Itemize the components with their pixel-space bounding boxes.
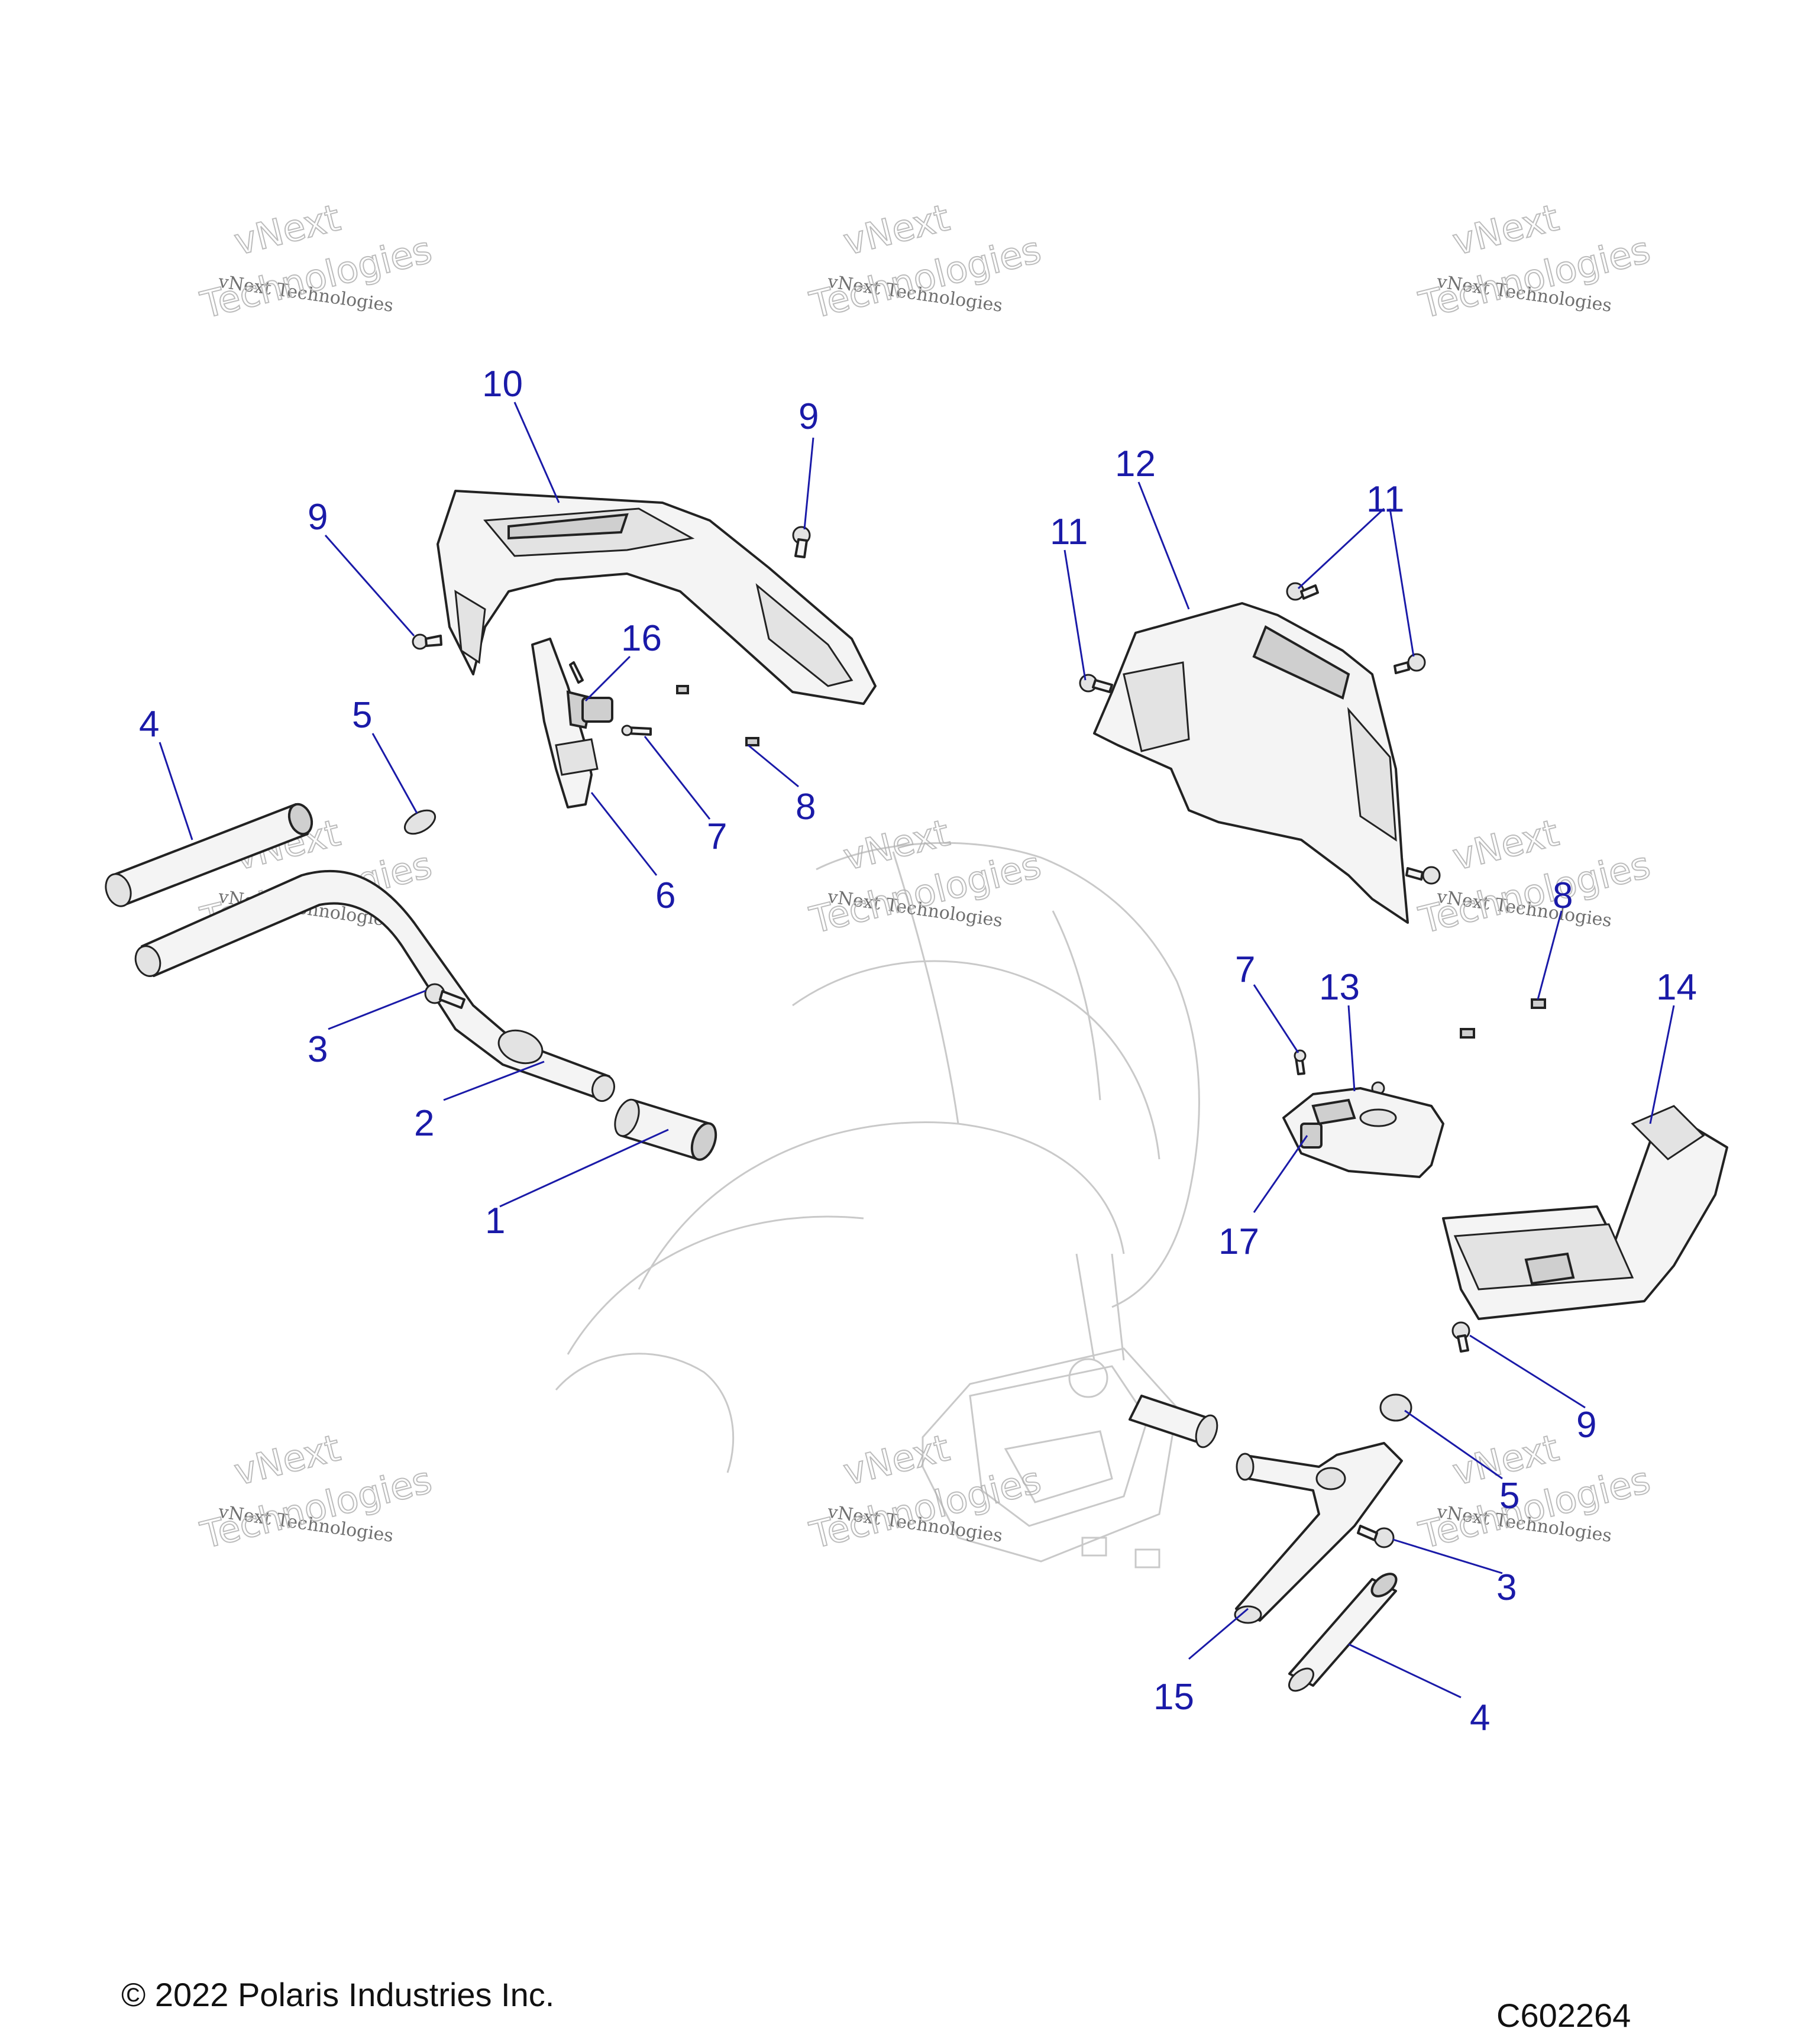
callout-1: 1: [485, 1201, 505, 1241]
bolt-3-right: [1357, 1525, 1395, 1548]
callout-12: 12: [1115, 444, 1156, 484]
part-mount-bracket: [531, 638, 599, 808]
callout-8: 8: [1553, 875, 1573, 916]
callout-3: 3: [1496, 1567, 1517, 1608]
nut-8-left-b: [745, 737, 759, 746]
watermark-tile: vNext vNext Technologies Technologies: [1414, 1425, 1655, 1558]
handlebar-right: [1234, 1442, 1403, 1624]
callout-6: 6: [655, 875, 675, 916]
callout-15: 15: [1153, 1677, 1194, 1718]
part-hand-guard-right: [1093, 602, 1409, 924]
watermark-tile: vNext vNext Technologies Technologies: [805, 1425, 1046, 1558]
bolt-3-left: [424, 983, 465, 1009]
screw-9-upper-right: [792, 526, 811, 558]
screw-9-upper-left: [412, 633, 442, 650]
callout-5: 5: [352, 695, 372, 736]
callout-3: 3: [308, 1029, 328, 1070]
watermark-tile: vNext vNext Technologies Technologies: [196, 195, 437, 328]
callout-16: 16: [621, 618, 662, 659]
screw-small-left: [569, 661, 584, 684]
sleeve-1: [614, 1098, 717, 1161]
sleeve-right: [1129, 1395, 1218, 1448]
grip-4-right: [1288, 1573, 1398, 1692]
callout-7: 7: [1235, 949, 1255, 990]
grip-4-left: [105, 803, 313, 907]
watermark-tile: vNext vNext Technologies Technologies: [805, 195, 1046, 328]
watermark-tile: vNext vNext Technologies Technologies: [1414, 195, 1655, 328]
screw-9-lower-right: [1451, 1321, 1470, 1353]
callout-9: 9: [308, 497, 328, 538]
callout-4: 4: [1470, 1697, 1490, 1738]
screw-9-right-mid: [1405, 866, 1441, 885]
nut-8-right-b: [1460, 1028, 1475, 1039]
callout-17: 17: [1218, 1221, 1259, 1262]
screw-11-a: [1079, 674, 1113, 693]
copyright-text: © 2022 Polaris Industries Inc.: [121, 1976, 555, 2013]
callout-10: 10: [482, 364, 523, 405]
callout-4: 4: [139, 704, 159, 745]
handlebar-left: [134, 869, 616, 1102]
part-hand-guard-cover-right: [1442, 1105, 1728, 1320]
clip-5-left: [403, 809, 437, 835]
watermark-tile: vNext vNext Technologies Technologies: [805, 810, 1046, 943]
part-switch: [581, 697, 613, 723]
callout-2: 2: [414, 1103, 434, 1144]
callout-14: 14: [1656, 967, 1697, 1008]
callout-11: 11: [1050, 512, 1088, 552]
nut-8-right-a: [1531, 998, 1546, 1009]
part-switch-right: [1300, 1123, 1323, 1149]
part-hand-guard-left: [437, 490, 877, 705]
leader-lines: [159, 402, 1675, 1699]
ghost-body-outline: [555, 842, 1200, 1568]
callout-11: 11: [1366, 479, 1404, 520]
figure-id: C602264: [1496, 1997, 1631, 2034]
nut-8-left-a: [676, 685, 689, 694]
part-mount-bracket-right: [1282, 1087, 1444, 1178]
pin-7-right: [1294, 1049, 1307, 1075]
pin-7-left: [621, 725, 652, 736]
clip-5-right: [1379, 1393, 1412, 1422]
callout-9: 9: [798, 396, 819, 437]
callout-7: 7: [707, 816, 727, 857]
callout-5: 5: [1499, 1476, 1519, 1516]
callout-9: 9: [1576, 1405, 1596, 1445]
callout-labels: 10 9 9 16 4 5 7 8 6 3 2 1 12 11 11 8 7 1…: [139, 364, 1697, 1738]
watermark-tile: vNext vNext Technologies Technologies: [196, 1425, 437, 1558]
screw-11-c: [1394, 653, 1426, 674]
callout-8: 8: [796, 787, 816, 827]
watermark-tile: vNext vNext Technologies Technologies: [1414, 810, 1655, 943]
callout-13: 13: [1319, 967, 1360, 1008]
